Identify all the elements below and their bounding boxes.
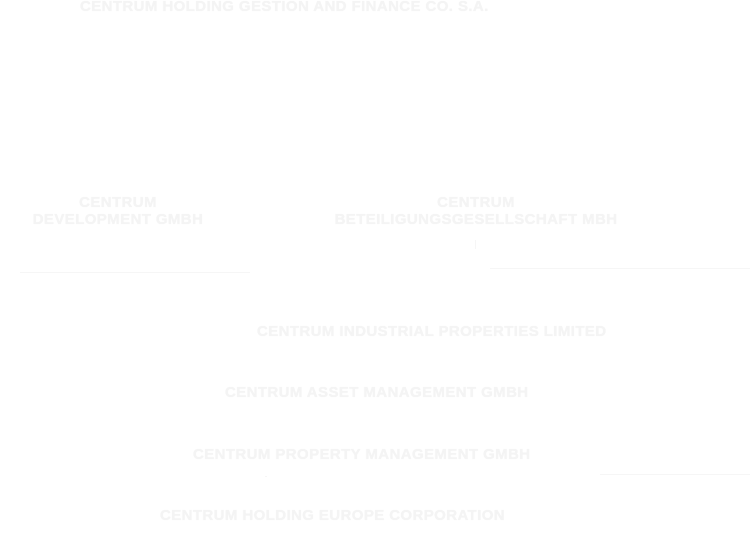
node-industrial-label: CENTRUM INDUSTRIAL PROPERTIES LIMITED [257, 323, 607, 340]
connector-right-lower [600, 474, 750, 475]
node-root-label: CENTRUM HOLDING GESTION AND FINANCE CO. … [80, 0, 489, 15]
connector-beteiligung [475, 240, 476, 249]
node-development-line-1: CENTRUM [79, 194, 157, 211]
node-industrial-properties: CENTRUM INDUSTRIAL PROPERTIES LIMITED [257, 323, 607, 340]
node-holdings-label: CENTRUM HOLDING EUROPE CORPORATION [160, 507, 505, 524]
node-holding-europe: CENTRUM HOLDING EUROPE CORPORATION [160, 507, 505, 524]
node-development-gmbh: CENTRUM DEVELOPMENT GMBH [0, 194, 236, 228]
node-asset-management: CENTRUM ASSET MANAGEMENT GMBH [225, 384, 529, 401]
connector-left [20, 272, 250, 273]
node-development-line-2: DEVELOPMENT GMBH [32, 211, 204, 228]
node-root-holding: CENTRUM HOLDING GESTION AND FINANCE CO. … [80, 0, 489, 15]
node-property-management: CENTRUM PROPERTY MANAGEMENT GMBH [193, 446, 531, 463]
node-asset-label: CENTRUM ASSET MANAGEMENT GMBH [225, 384, 529, 401]
connector-property-mark [265, 476, 267, 477]
node-beteiligung-line-1: CENTRUM [437, 194, 515, 211]
connector-right [490, 268, 750, 269]
node-beteiligung-mbh: CENTRUM BETEILIGUNGSGESELLSCHAFT MBH [300, 194, 652, 228]
node-beteiligung-line-2: BETEILIGUNGSGESELLSCHAFT MBH [334, 211, 618, 228]
node-property-label: CENTRUM PROPERTY MANAGEMENT GMBH [193, 446, 531, 463]
